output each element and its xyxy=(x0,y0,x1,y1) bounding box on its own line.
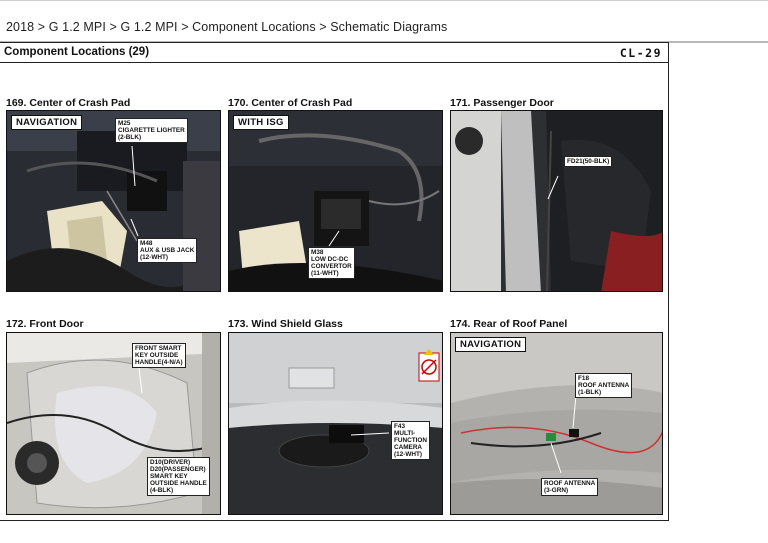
callout-d10-d20: D10(DRIVER) D20(PASSENGER) SMART KEY OUT… xyxy=(147,457,210,496)
header-divider xyxy=(669,42,768,43)
panel-caption-172: 172. Front Door xyxy=(6,318,84,330)
callout-f43: F43 MULTI- FUNCTION CAMERA (12-WHT) xyxy=(391,421,431,460)
sheet-header: Component Locations (29) CL-29 xyxy=(0,43,668,63)
photo-center-crash-pad-navigation: NAVIGATION M25 CIGARETTE LIGHTER (2-BLK)… xyxy=(6,110,221,292)
navigation-tag-roof: NAVIGATION xyxy=(455,337,527,352)
callout-m25: M25 CIGARETTE LIGHTER (2-BLK) xyxy=(115,118,188,143)
callout-f18: F18 ROOF ANTENNA (1-BLK) xyxy=(575,373,633,398)
panel-caption-174: 174. Rear of Roof Panel xyxy=(450,318,568,330)
breadcrumb: 2018 > G 1.2 MPI > G 1.2 MPI > Component… xyxy=(0,0,768,42)
navigation-tag: NAVIGATION xyxy=(11,115,83,130)
sheet-title: Component Locations (29) xyxy=(4,46,150,58)
photo-passenger-door: FD21(50-BLK) xyxy=(450,110,663,292)
sheet-code: CL-29 xyxy=(619,46,662,60)
panel-caption-170: 170. Center of Crash Pad xyxy=(228,97,353,109)
component-location-sheet: Component Locations (29) CL-29 169. Cent… xyxy=(0,42,669,521)
with-isg-tag: WITH ISG xyxy=(233,115,289,130)
photo-center-crash-pad-isg: WITH ISG M38 LOW DC-DC CONVERTOR (11-WHT… xyxy=(228,110,443,292)
breadcrumb-divider xyxy=(0,41,768,42)
callout-m38: M38 LOW DC-DC CONVERTOR (11-WHT) xyxy=(308,247,355,279)
callout-roof-antenna-grn: ROOF ANTENNA (3-GRN) xyxy=(541,478,599,496)
photo-front-door: FRONT SMART KEY OUTSIDE HANDLE(4-N/A) D1… xyxy=(6,332,221,515)
photo-wind-shield-glass: F43 MULTI- FUNCTION CAMERA (12-WHT) xyxy=(228,332,443,515)
callout-fd21: FD21(50-BLK) xyxy=(564,156,613,167)
panel-caption-173: 173. Wind Shield Glass xyxy=(228,318,343,330)
photo-rear-roof-panel: NAVIGATION F18 ROOF ANTENNA (1-BLK) ROOF… xyxy=(450,332,663,515)
breadcrumb-text: 2018 > G 1.2 MPI > G 1.2 MPI > Component… xyxy=(6,20,448,34)
panel-caption-171: 171. Passenger Door xyxy=(450,97,554,109)
callout-m48: M48 AUX & USB JACK (12-WHT) xyxy=(137,238,198,263)
panel-caption-169: 169. Center of Crash Pad xyxy=(6,97,131,109)
callout-front-smart-key: FRONT SMART KEY OUTSIDE HANDLE(4-N/A) xyxy=(132,343,186,368)
